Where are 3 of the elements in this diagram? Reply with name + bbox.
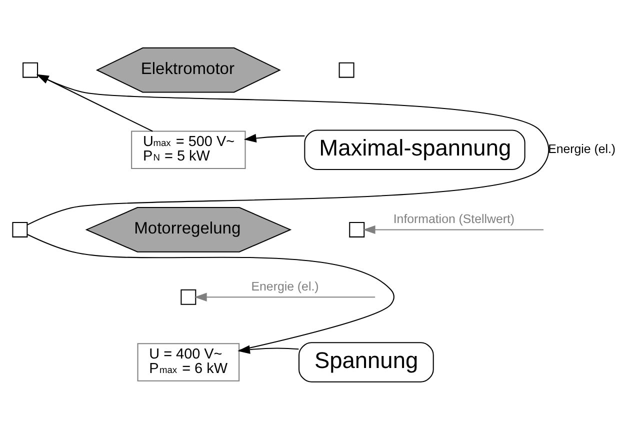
edge-label: Information (Stellwert): [393, 212, 515, 226]
edge-label: Energie (el.): [548, 142, 616, 156]
edge-label: Energie (el.): [251, 280, 319, 294]
